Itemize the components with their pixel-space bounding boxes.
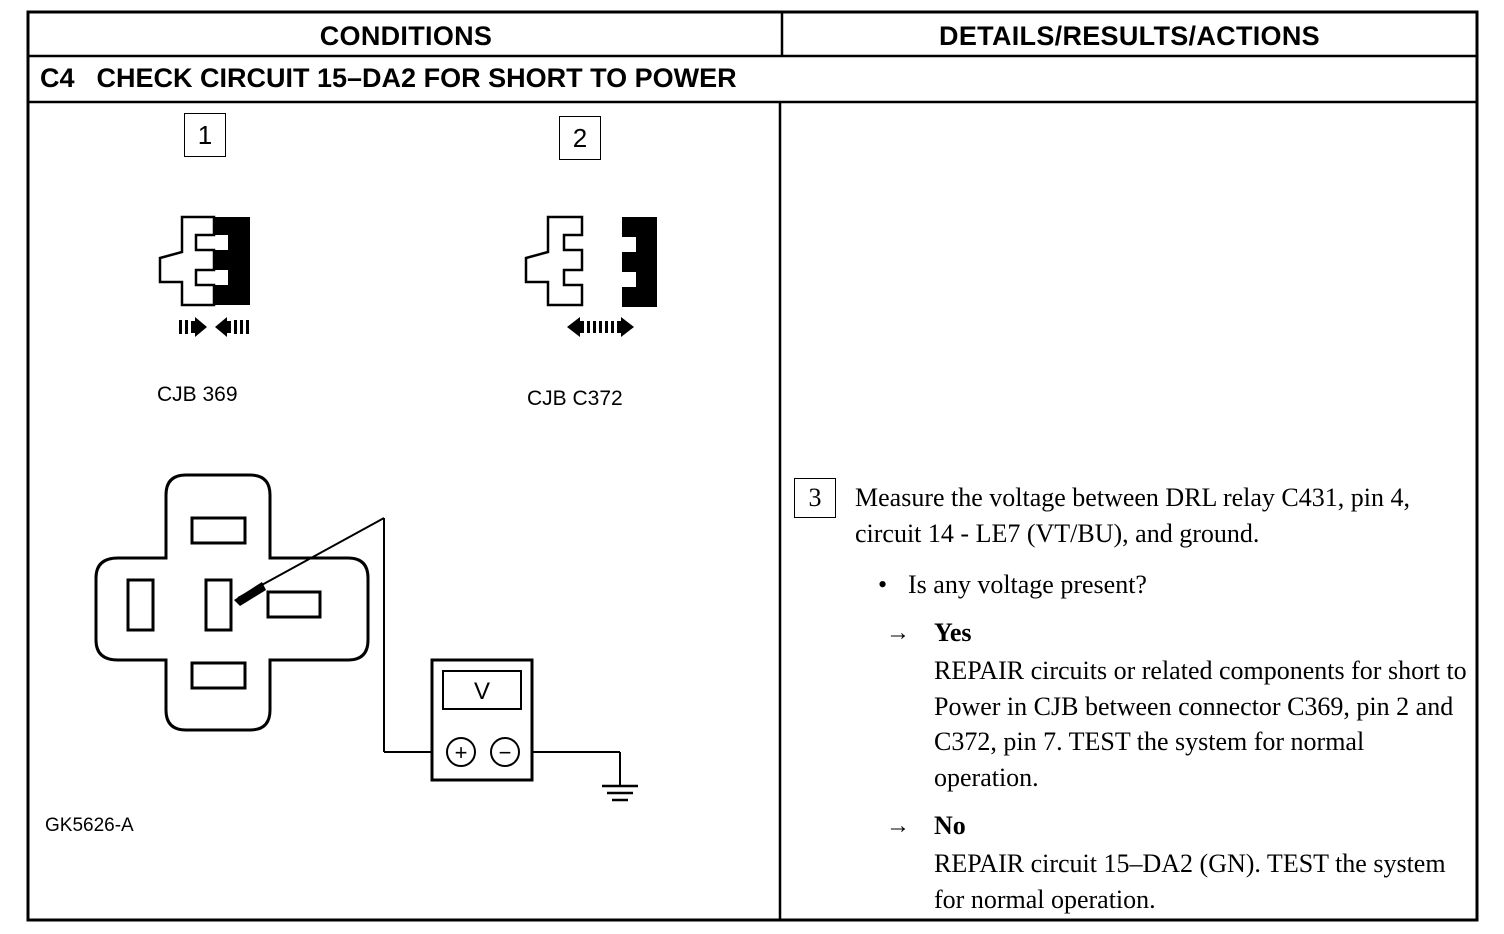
step-2-box: 2	[559, 116, 601, 160]
step-title: C4 CHECK CIRCUIT 15–DA2 FOR SHORT TO POW…	[40, 58, 737, 98]
relay-pin-left	[126, 578, 155, 632]
bullet: •	[878, 570, 888, 599]
drl-relay-socket-icon	[94, 473, 370, 732]
step-3-box: 3	[794, 478, 836, 518]
yes-action: REPAIR circuits or related components fo…	[934, 656, 1467, 792]
relay-pin-top	[190, 516, 247, 545]
conditions-header: CONDITIONS	[319, 20, 493, 51]
yes-label: Yes	[934, 618, 972, 647]
meter-plus-terminal: +	[455, 740, 468, 765]
connector-c372-disconnected-icon	[524, 215, 657, 337]
ground-icon	[602, 784, 638, 802]
voltmeter-label: V	[474, 678, 490, 705]
relay-pin-4	[204, 578, 233, 632]
measure-instruction: Measure the voltage between DRL relay C4…	[855, 483, 1410, 548]
connector-c372-label: CJB C372	[527, 387, 623, 410]
voltmeter-icon: V + −	[430, 658, 534, 782]
conditions-illustration: V + −	[94, 215, 657, 802]
details-header: DETAILS/RESULTS/ACTIONS	[939, 20, 1320, 51]
step-title-text: CHECK CIRCUIT 15–DA2 FOR SHORT TO POWER	[96, 62, 737, 93]
voltage-question: Is any voltage present?	[908, 570, 1147, 599]
connector-369-connected-icon	[158, 215, 250, 337]
step-code: C4	[40, 62, 75, 93]
no-arrow-icon: →	[886, 813, 910, 839]
relay-pin-bottom	[190, 661, 247, 690]
connector-369-label: CJB 369	[157, 383, 238, 406]
yes-arrow-icon: →	[886, 620, 910, 646]
no-label: No	[934, 811, 966, 840]
relay-pin-right	[266, 590, 322, 619]
meter-minus-terminal: −	[499, 740, 512, 765]
meter-probe-icon	[234, 517, 621, 786]
figure-id: GK5626-A	[45, 815, 134, 836]
table-border	[26, 10, 1479, 922]
step-1-box: 1	[184, 113, 226, 157]
no-action: REPAIR circuit 15–DA2 (GN). TEST the sys…	[934, 849, 1446, 914]
